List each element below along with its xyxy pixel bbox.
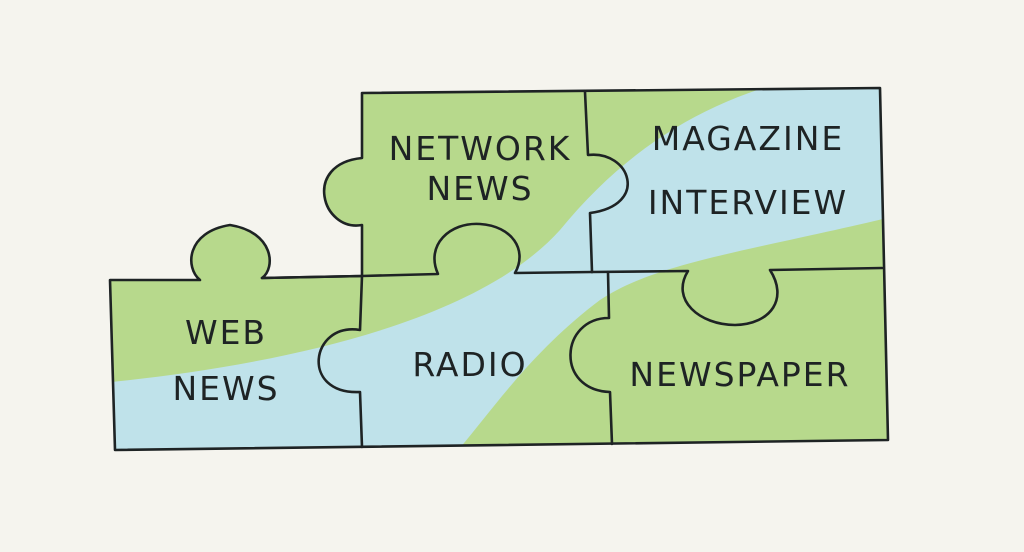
seam-web-radio: [317, 274, 364, 449]
network-news-label-line2: NEWS: [426, 169, 533, 208]
newspaper-label: NEWSPAPER: [629, 355, 850, 394]
radio-label: RADIO: [412, 345, 527, 384]
web-news-label-line1: WEB: [185, 313, 267, 352]
seam-radio-newspaper: [569, 270, 614, 446]
seam-magazine-newspaper: [590, 266, 884, 327]
magazine-interview-label-line1: MAGAZINE: [652, 119, 845, 158]
seam-web-top: [260, 274, 364, 280]
seam-network-magazine: [583, 90, 629, 274]
seam-network-radio: [360, 222, 594, 278]
magazine-interview-label-line2: INTERVIEW: [648, 183, 848, 222]
network-news-label-line1: NETWORK: [389, 129, 572, 168]
web-news-label-line2: NEWS: [172, 369, 279, 408]
puzzle-outline: [108, 86, 890, 452]
